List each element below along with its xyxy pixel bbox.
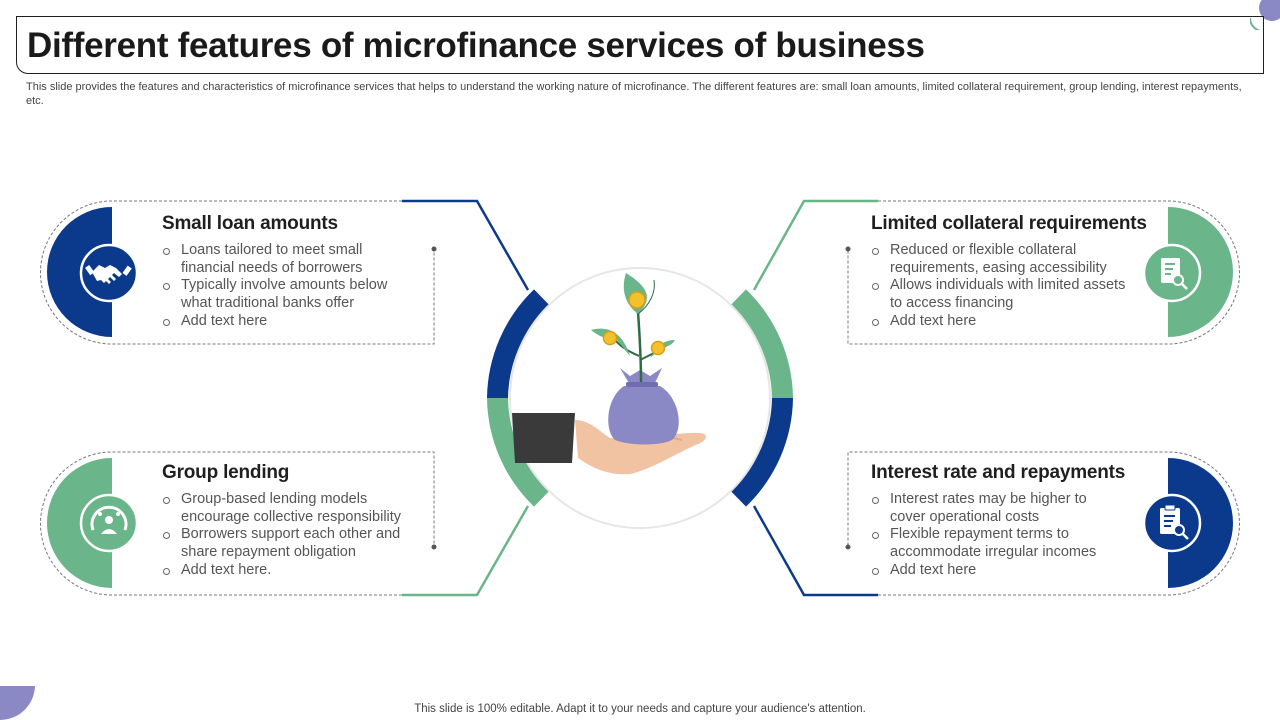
page-title: Different features of microfinance servi… bbox=[27, 26, 925, 65]
hand-holding-money-bag-plant-icon bbox=[512, 273, 706, 475]
list-item: Group-based lending models encourage col… bbox=[162, 491, 417, 526]
feature-card-group-lending bbox=[40, 451, 530, 597]
list-item: Add text here. bbox=[162, 562, 417, 580]
feature-title-interest-rate: Interest rate and repayments bbox=[871, 462, 1126, 483]
list-item: Borrowers support each other and share r… bbox=[162, 526, 417, 561]
list-item: Add text here bbox=[871, 562, 1116, 580]
feature-title-limited-collateral: Limited collateral requirements bbox=[871, 213, 1147, 234]
feature-card-small-loan bbox=[40, 199, 530, 345]
group-gauge-icon bbox=[90, 505, 128, 534]
list-item: Add text here bbox=[162, 313, 412, 331]
feature-bullets-small-loan: Loans tailored to meet small financial n… bbox=[162, 242, 412, 331]
list-item: Loans tailored to meet small financial n… bbox=[162, 242, 412, 277]
list-item: Allows individuals with limited assets t… bbox=[871, 277, 1136, 312]
feature-bullets-interest-rate: Interest rates may be higher to cover op… bbox=[871, 491, 1116, 580]
corner-decoration bbox=[0, 686, 35, 720]
feature-bullets-group-lending: Group-based lending models encourage col… bbox=[162, 491, 417, 580]
list-item: Typically involve amounts below what tra… bbox=[162, 277, 412, 312]
list-item: Add text here bbox=[871, 313, 1136, 331]
feature-card-limited-collateral bbox=[752, 199, 1240, 345]
feature-card-interest-rate bbox=[752, 451, 1240, 597]
feature-bullets-limited-collateral: Reduced or flexible collateral requireme… bbox=[871, 242, 1136, 331]
document-search-icon bbox=[1161, 258, 1188, 290]
list-item: Reduced or flexible collateral requireme… bbox=[871, 242, 1136, 277]
list-item: Flexible repayment terms to accommodate … bbox=[871, 526, 1116, 561]
title-frame bbox=[16, 16, 1264, 74]
footer-note: This slide is 100% editable. Adapt it to… bbox=[414, 703, 866, 715]
feature-title-small-loan: Small loan amounts bbox=[162, 213, 338, 234]
clipboard-search-icon bbox=[1160, 504, 1189, 540]
page-subtitle: This slide provides the features and cha… bbox=[26, 81, 1242, 107]
handshake-icon bbox=[85, 265, 132, 284]
list-item: Interest rates may be higher to cover op… bbox=[871, 491, 1116, 526]
feature-title-group-lending: Group lending bbox=[162, 462, 290, 483]
